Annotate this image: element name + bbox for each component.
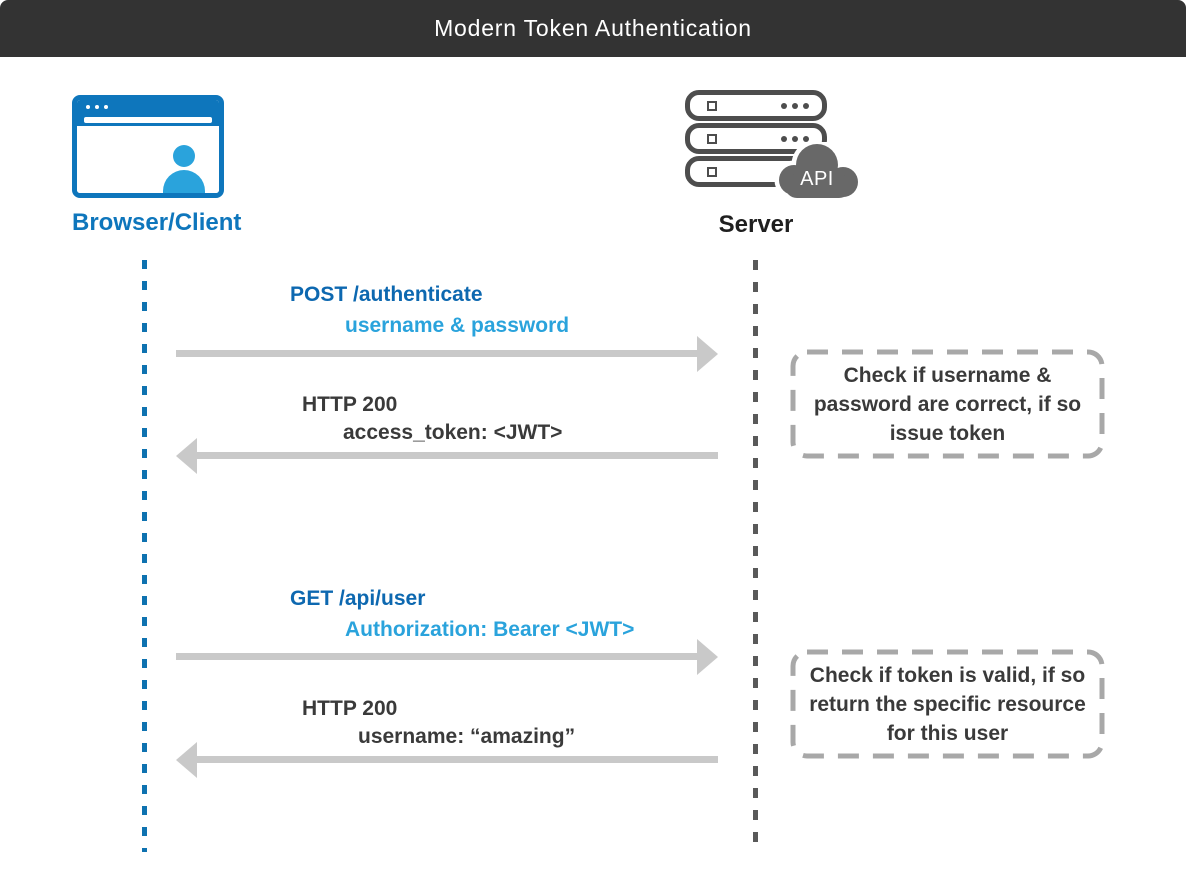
title-bar: Modern Token Authentication [0,0,1186,57]
note-text: Check if username & password are correct… [813,363,1082,445]
browser-address-bar [84,117,212,123]
browser-window-icon [72,95,224,198]
message-http200-username-line1: HTTP 200 [302,697,398,720]
browser-content-area [77,126,219,193]
api-cloud-icon: API [773,139,863,206]
note-text: Check if token is valid, if so return th… [809,663,1086,745]
arrowhead-left-icon [176,742,197,778]
arrowhead-left-icon [176,438,197,474]
response-arrow-left [176,742,718,778]
server-actor: Server [685,90,827,239]
message-post-authenticate-line1: POST /authenticate [290,283,483,306]
message-post-authenticate-line2: username & password [345,314,570,337]
api-badge: API [800,168,834,190]
server-lifeline [753,260,758,852]
user-icon [163,145,205,193]
client-lifeline [142,260,147,852]
server-stack-icon [685,90,827,187]
arrowhead-right-icon [697,639,718,675]
server-unit [685,123,827,154]
message-http200-token-line2: access_token: <JWT> [343,421,563,444]
client-actor: Browser/Client [72,95,242,237]
browser-dots-icon [86,105,108,109]
arrowhead-right-icon [697,336,718,372]
response-arrow-left [176,438,718,474]
client-label: Browser/Client [72,209,242,236]
message-http200-username-line2: username: “amazing” [358,725,576,748]
browser-titlebar [77,100,219,126]
note-check-credentials: Check if username & password are correct… [790,349,1105,459]
message-get-api-user-line2: Authorization: Bearer <JWT> [345,618,635,641]
request-arrow-right [176,639,718,675]
note-check-token: Check if token is valid, if so return th… [790,649,1105,759]
server-label: Server [718,211,794,238]
diagram-title: Modern Token Authentication [434,15,752,41]
message-get-api-user-line1: GET /api/user [290,587,426,610]
message-http200-token-line1: HTTP 200 [302,393,398,416]
request-arrow-right [176,336,718,372]
server-unit [685,90,827,121]
